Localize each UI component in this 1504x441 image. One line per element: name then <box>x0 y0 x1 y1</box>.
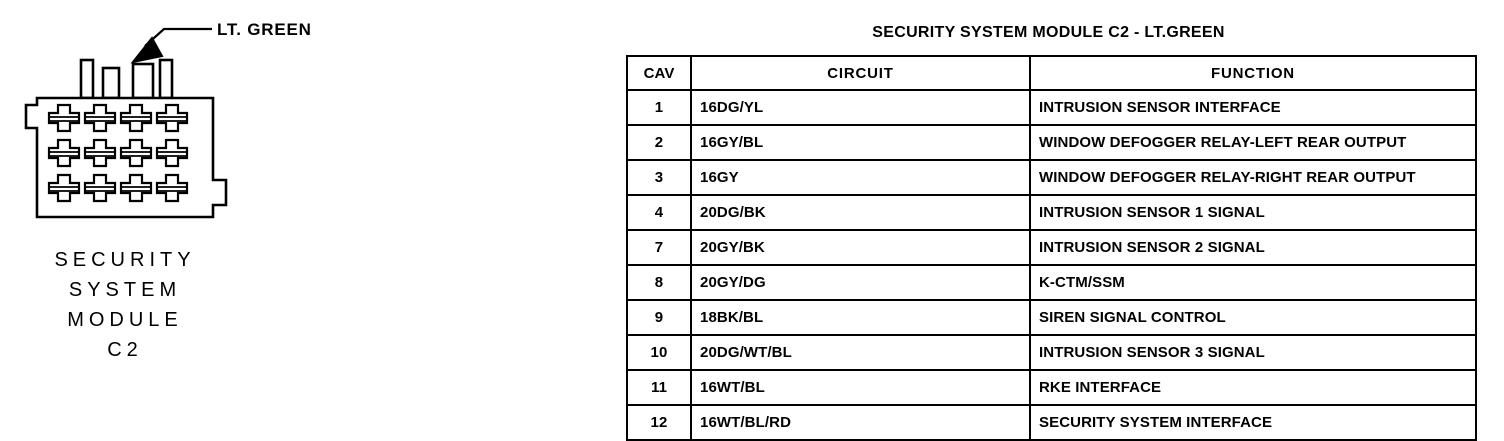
cavity <box>83 173 117 203</box>
cavity <box>47 103 81 133</box>
cell-circuit: 16WT/BL/RD <box>690 404 1031 441</box>
cavity <box>155 103 189 133</box>
cavity <box>155 173 189 203</box>
cavity <box>119 138 153 168</box>
cell-function: INTRUSION SENSOR 1 SIGNAL <box>1029 194 1477 231</box>
cell-function: RKE INTERFACE <box>1029 369 1477 406</box>
cell-cav: 11 <box>626 369 692 406</box>
connector-name-line-4: C2 <box>107 339 143 361</box>
header-cav: CAV <box>626 55 692 91</box>
cell-function: INTRUSION SENSOR INTERFACE <box>1029 89 1477 126</box>
connector-diagram: LT. GREEN SECURITY SYSTEM MODULE C2 <box>0 0 340 436</box>
table-header-row: CAV CIRCUIT FUNCTION <box>626 55 1477 91</box>
pinout-table-head: CAV CIRCUIT FUNCTION <box>626 55 1477 91</box>
cavity <box>47 173 81 203</box>
cell-circuit: 20DG/WT/BL <box>690 334 1031 371</box>
cell-cav: 2 <box>626 124 692 161</box>
connector-name-line-1: SECURITY <box>54 249 196 271</box>
cell-circuit: 20GY/DG <box>690 264 1031 301</box>
pinout-table-area: SECURITY SYSTEM MODULE C2 - LT.GREEN CAV… <box>626 0 1477 441</box>
cavity <box>119 103 153 133</box>
cavity <box>47 138 81 168</box>
cell-function: WINDOW DEFOGGER RELAY-RIGHT REAR OUTPUT <box>1029 159 1477 196</box>
cell-cav: 1 <box>626 89 692 126</box>
cell-cav: 10 <box>626 334 692 371</box>
cell-circuit: 20DG/BK <box>690 194 1031 231</box>
cell-cav: 12 <box>626 404 692 441</box>
connector-top-tabs <box>79 58 174 100</box>
cavity <box>83 138 117 168</box>
connector-cavities <box>47 103 189 203</box>
pinout-table-title: SECURITY SYSTEM MODULE C2 - LT.GREEN <box>872 24 1225 41</box>
top-tab-2 <box>101 66 121 100</box>
cell-function: WINDOW DEFOGGER RELAY-LEFT REAR OUTPUT <box>1029 124 1477 161</box>
cell-cav: 7 <box>626 229 692 266</box>
cell-cav: 9 <box>626 299 692 336</box>
connector-name-line-2: SYSTEM <box>68 279 182 301</box>
cell-function: SECURITY SYSTEM INTERFACE <box>1029 404 1477 441</box>
connector-callout-label: LT. GREEN <box>217 20 312 39</box>
cell-cav: 8 <box>626 264 692 301</box>
cell-circuit: 20GY/BK <box>690 229 1031 266</box>
cell-circuit: 16GY <box>690 159 1031 196</box>
top-tab-4 <box>158 58 174 100</box>
cell-circuit: 18BK/BL <box>690 299 1031 336</box>
top-tab-3 <box>131 62 155 100</box>
cell-circuit: 16WT/BL <box>690 369 1031 406</box>
connector-name-line-3: MODULE <box>67 309 183 331</box>
cavity <box>119 173 153 203</box>
cell-cav: 4 <box>626 194 692 231</box>
cell-circuit: 16GY/BL <box>690 124 1031 161</box>
cell-function: INTRUSION SENSOR 3 SIGNAL <box>1029 334 1477 371</box>
cell-function: SIREN SIGNAL CONTROL <box>1029 299 1477 336</box>
cell-cav: 3 <box>626 159 692 196</box>
callout-leader <box>130 27 212 64</box>
header-circuit: CIRCUIT <box>690 55 1031 91</box>
cavity <box>155 138 189 168</box>
cell-function: K-CTM/SSM <box>1029 264 1477 301</box>
cell-function: INTRUSION SENSOR 2 SIGNAL <box>1029 229 1477 266</box>
connector-drawing <box>24 27 228 219</box>
top-tab-1 <box>79 58 95 100</box>
cavity <box>83 103 117 133</box>
header-function: FUNCTION <box>1029 55 1477 91</box>
cell-circuit: 16DG/YL <box>690 89 1031 126</box>
